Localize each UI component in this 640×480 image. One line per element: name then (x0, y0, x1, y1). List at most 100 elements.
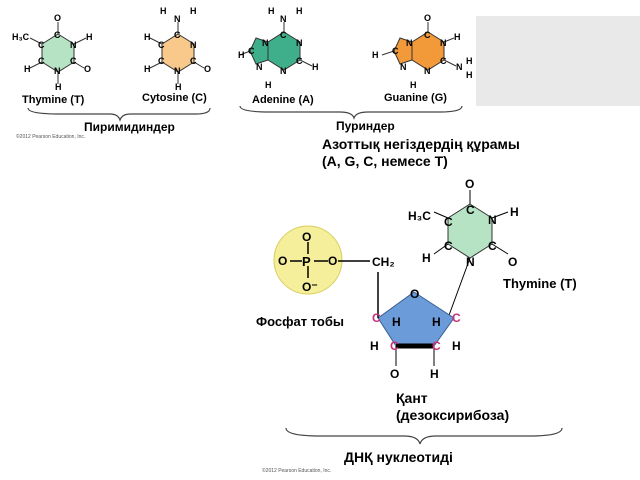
atom-c: C (158, 40, 165, 50)
pyrimidines-label: Пиримидиндер (84, 120, 175, 134)
atom-h: H (55, 82, 62, 92)
atom-h: H (454, 32, 461, 42)
atom-o: O (204, 64, 211, 74)
atom-h: H (144, 32, 151, 42)
atom-h: H (430, 367, 439, 381)
atom-n: N (174, 14, 181, 24)
atom-h: H (370, 339, 379, 353)
atom-n: N (280, 66, 287, 76)
atom-c: C (190, 56, 197, 66)
atom-c: C (440, 56, 447, 66)
nucleotide-brace (285, 427, 563, 445)
atom-o: O (390, 367, 399, 381)
atom-n: N (456, 62, 463, 72)
guanine-ring-five (393, 37, 413, 65)
atom-n: N (190, 40, 197, 50)
atom-h: H (372, 50, 379, 60)
purines-label: Пуриндер (336, 119, 395, 133)
atom-o: O (328, 254, 337, 268)
atom-c: C (392, 46, 399, 56)
atom-n: N (174, 66, 181, 76)
atom-n: N (440, 38, 447, 48)
atom-o: O (424, 13, 431, 23)
atom-c: C (248, 46, 255, 56)
atom-c: C (296, 56, 303, 66)
atom-n: N (406, 38, 413, 48)
atom-h: H (392, 315, 401, 329)
thymine-structure: O H₃C C N H C C C O H N H (12, 13, 93, 92)
atom-n: N (256, 62, 263, 72)
atom-o: O (84, 64, 91, 74)
sugar-label-line1: Қант (396, 390, 428, 406)
atom-o-minus: O⁻ (302, 280, 318, 294)
atom-h: H (452, 339, 461, 353)
atom-c: C (54, 30, 61, 40)
atom-c: C (424, 30, 431, 40)
adenine-label: Adenine (A) (252, 94, 314, 106)
atom-h: H (24, 64, 31, 74)
copyright-top: ©2012 Pearson Education, Inc. (16, 134, 86, 140)
nucleotide-label: ДНҚ нуклеотиді (344, 449, 453, 465)
pyrimidines-brace (27, 107, 211, 122)
bases-caption: Азоттық негіздердің құрамы (A, G, C, нем… (322, 136, 520, 170)
atom-c: C (280, 30, 287, 40)
atom-n: N (54, 66, 61, 76)
adenine-ring-five (249, 37, 269, 65)
atom-h: H (510, 205, 519, 219)
atom-ch2: CH₂ (372, 255, 395, 269)
atom-h3c: H₃C (408, 209, 431, 223)
atom-o: O (302, 230, 311, 244)
atom-h: H (296, 6, 303, 16)
atom-h: H (410, 80, 417, 90)
copyright-bottom: ©2012 Pearson Education, Inc. (262, 468, 332, 474)
atom-c: C (452, 311, 461, 325)
thymine-label: Thymine (T) (22, 94, 85, 106)
atom-h: H (265, 80, 272, 90)
atom-h: H (238, 50, 245, 60)
bases-caption-line2: (A, G, C, немесе T) (322, 153, 448, 169)
atom-h: H (160, 6, 167, 16)
atom-h3c: H₃C (12, 32, 30, 42)
atom-h: H (312, 62, 319, 72)
bases-structures: O H₃C C N H C C C O H N H H H N C H C N … (12, 6, 473, 122)
atom-c: C (432, 339, 441, 353)
guanine-label: Guanine (G) (384, 92, 447, 104)
phosphate-circle (273, 225, 343, 295)
phosphate-label: Фосфат тобы (256, 314, 344, 329)
cytosine-structure: H H N C H C N C C O H N H (144, 6, 211, 92)
atom-n: N (262, 38, 269, 48)
background-panel (476, 16, 640, 106)
atom-h: H (86, 32, 93, 42)
atom-n: N (488, 213, 497, 227)
atom-o: O (54, 13, 61, 23)
atom-c: C (158, 56, 165, 66)
atom-c: C (488, 239, 497, 253)
thymine-nucleotide-label: Thymine (T) (503, 276, 577, 291)
atom-c: C (38, 56, 45, 66)
atom-h: H (175, 82, 182, 92)
atom-c: C (466, 203, 475, 217)
atom-h: H (466, 70, 473, 80)
sugar-label: Қант (дезоксирибоза) (396, 390, 509, 424)
atom-o: O (278, 254, 287, 268)
atom-h: H (268, 6, 275, 16)
adenine-structure: H H N C N N C H C H N N H (238, 6, 319, 90)
atom-o: O (465, 177, 474, 191)
atom-c: C (174, 30, 181, 40)
atom-c: C (38, 40, 45, 50)
cytosine-label: Cytosine (C) (142, 92, 207, 104)
atom-o: O (410, 287, 419, 301)
atom-n: N (466, 255, 475, 269)
atom-c: C (372, 311, 381, 325)
purines-brace (239, 105, 463, 120)
guanine-structure: O C H N N C H C N H H N N H (372, 13, 473, 90)
atom-h: H (422, 251, 431, 265)
atom-n: N (424, 66, 431, 76)
atom-n: N (400, 62, 407, 72)
atom-h: H (190, 6, 197, 16)
atom-c: C (444, 239, 453, 253)
atom-c: C (390, 339, 399, 353)
atom-h: H (432, 315, 441, 329)
atom-o: O (508, 255, 517, 269)
